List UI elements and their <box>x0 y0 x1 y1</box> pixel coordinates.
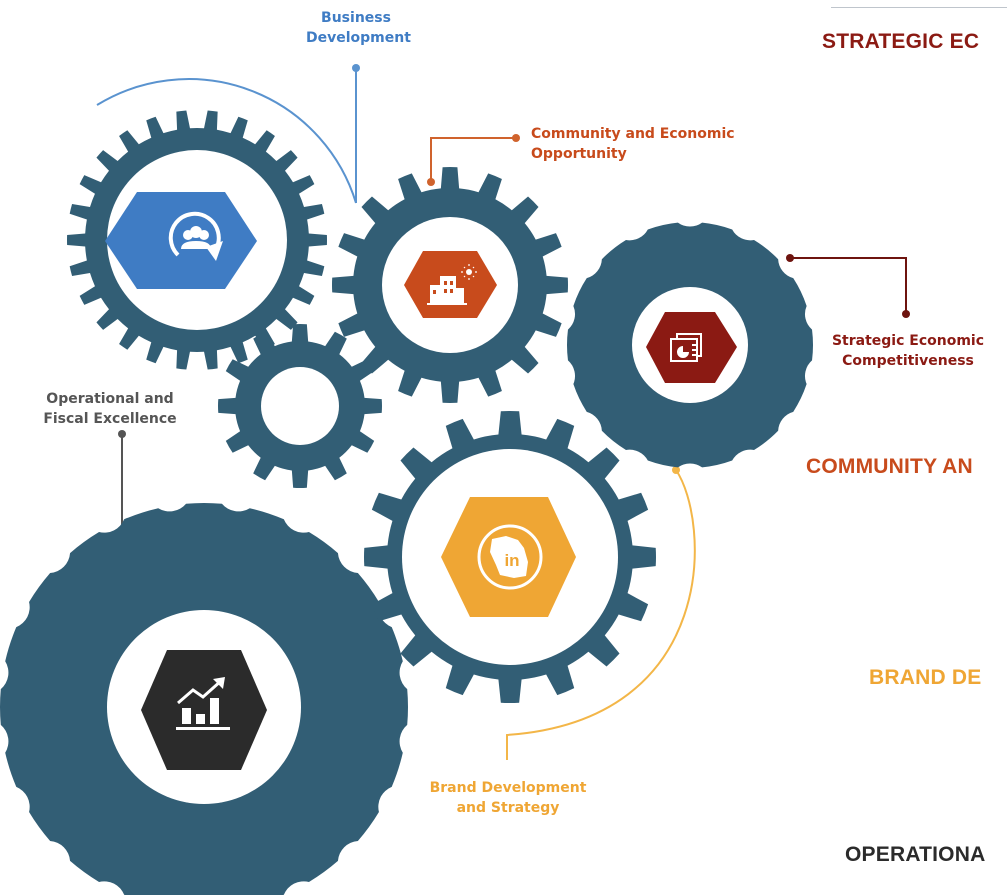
operational-dot-a <box>118 430 126 438</box>
strategic-dot-b <box>902 310 910 318</box>
wisconsin-in-icon: in <box>477 524 543 590</box>
brand-dot-a <box>672 466 680 474</box>
brand-hexagon: in <box>441 497 576 617</box>
business-pointer-dot <box>352 64 360 72</box>
growth-chart-icon <box>176 677 230 730</box>
city-buildings-icon <box>427 264 477 305</box>
top-divider <box>831 7 1007 8</box>
community-opportunity-label: Community and Economic Opportunity <box>531 126 735 162</box>
business-hexagon <box>105 192 257 289</box>
brand-development-label: Brand Development and Strategy <box>429 780 587 816</box>
community-dot-a <box>427 178 435 186</box>
community-dot-b <box>512 134 520 142</box>
strategic-dot-a <box>786 254 794 262</box>
business-connector <box>96 78 357 204</box>
small-gear-center <box>261 367 339 445</box>
business-development-label: Business Development <box>306 10 411 46</box>
strategic-competitiveness-label: Strategic Economic Competitiveness <box>831 333 985 369</box>
people-cycle-icon <box>168 211 223 261</box>
brand-heading: BRAND DE <box>869 666 982 689</box>
operational-excellence-label: Operational and Fiscal Excellence <box>43 391 177 427</box>
small-gear <box>218 324 382 488</box>
strategic-hexagon <box>646 312 737 383</box>
presentation-chart-icon <box>670 333 702 362</box>
strategic-connector <box>790 257 907 314</box>
community-heading: COMMUNITY AN <box>806 455 973 478</box>
brand-connector <box>506 469 696 760</box>
community-connector <box>430 137 516 182</box>
strategic-heading: STRATEGIC EC <box>822 30 980 53</box>
svg-text:in: in <box>504 551 519 570</box>
operational-hexagon <box>141 650 267 770</box>
operational-heading: OPERATIONA <box>845 843 986 866</box>
community-hexagon <box>404 251 497 318</box>
